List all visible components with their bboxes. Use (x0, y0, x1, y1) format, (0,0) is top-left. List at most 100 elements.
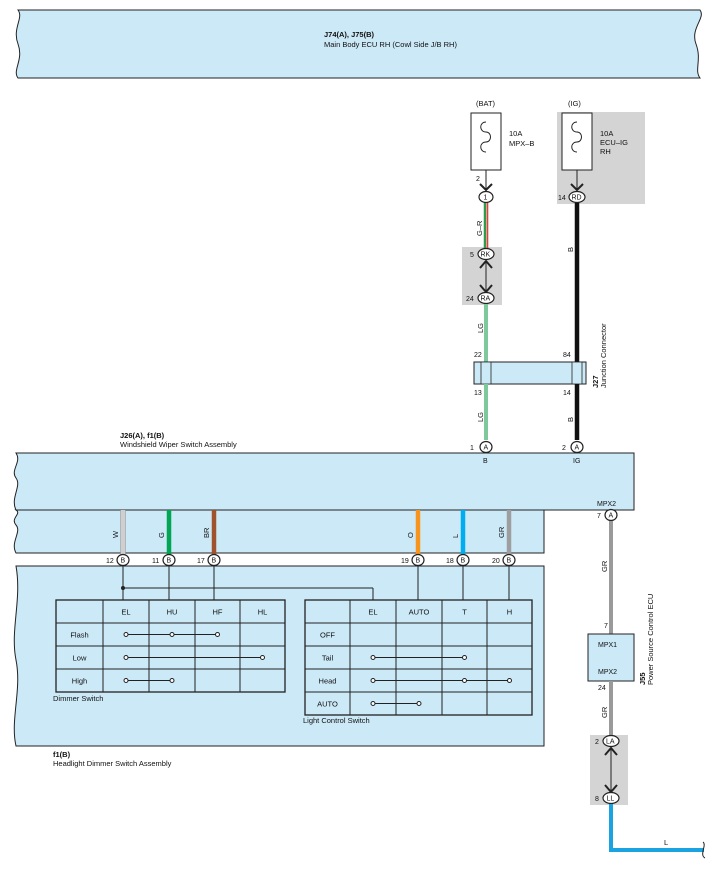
ig-fuse-icon (571, 121, 582, 153)
mpx2-connector (604, 508, 618, 522)
power-ecu-name: Power Source Control ECU (646, 594, 655, 685)
svg-text:22: 22 (474, 352, 482, 359)
svg-text:RH: RH (600, 147, 611, 156)
ig-arrow-icon (570, 183, 584, 192)
svg-text:MPX1: MPX1 (598, 642, 617, 649)
svg-text:2: 2 (562, 445, 566, 452)
svg-text:GR: GR (600, 560, 609, 572)
svg-text:7: 7 (604, 623, 608, 630)
switch-wires-group: W12BELG11BHUBR17BHFO19BAL18BTGR20BH (106, 510, 518, 579)
switch-pin-num: 11 (152, 558, 159, 565)
svg-text:84: 84 (563, 352, 571, 359)
svg-text:MPX2: MPX2 (598, 669, 617, 676)
svg-text:13: 13 (474, 390, 482, 397)
table-row-label: AUTO (317, 700, 338, 709)
switch-pin-code: B (461, 558, 466, 565)
ll-connector (602, 791, 620, 805)
svg-text:14: 14 (563, 390, 571, 397)
wiper-switch-code: J26(A), f1(B) (120, 431, 165, 440)
svg-text:14: 14 (558, 195, 566, 202)
table-row-label: Tail (322, 654, 334, 663)
bat-connector (478, 190, 494, 204)
switch-wire-label: W (111, 530, 120, 538)
power-ecu-code: J55 (638, 672, 647, 685)
svg-text:GR: GR (600, 706, 609, 718)
wire-break-icon (702, 841, 706, 859)
switch-pin-num: 19 (401, 558, 409, 565)
switch-pin-code: B (507, 558, 512, 565)
l-wire-output (609, 804, 704, 852)
switch-pin-num: 12 (106, 558, 114, 565)
bat-source-label: (BAT) (476, 99, 496, 108)
bat-fuse-rating: 10A (509, 129, 522, 138)
switch-pin-code: B (167, 558, 172, 565)
svg-text:A: A (484, 445, 489, 452)
bat-arrow-icon (479, 183, 493, 192)
svg-text:24: 24 (598, 685, 606, 692)
svg-text:7: 7 (597, 513, 601, 520)
switch-pin-code: B (416, 558, 421, 565)
svg-text:LG: LG (476, 323, 485, 333)
bat-fuse-icon (480, 121, 491, 153)
switch-wire-label: BR (202, 527, 211, 538)
svg-text:8: 8 (595, 796, 599, 803)
light-control-caption: Light Control Switch (303, 716, 370, 725)
svg-text:L: L (664, 838, 668, 847)
table-header: H (507, 608, 512, 617)
svg-text:ECU–IG: ECU–IG (600, 138, 628, 147)
svg-text:1: 1 (470, 445, 474, 452)
wiper-switch-panel (13, 452, 635, 511)
svg-text:5: 5 (470, 252, 474, 259)
headlight-assembly-code: f1(B) (53, 750, 71, 759)
headlight-assembly-name: Headlight Dimmer Switch Assembly (53, 759, 172, 768)
switch-pin-num: 20 (492, 558, 500, 565)
table-header: AUTO (409, 608, 430, 617)
main-body-ecu-panel (15, 9, 702, 79)
main-body-ecu-name: Main Body ECU RH (Cowl Side J/B RH) (324, 40, 457, 49)
svg-text:10A: 10A (600, 129, 613, 138)
svg-text:MPX2: MPX2 (597, 501, 616, 508)
table-header: HL (258, 608, 268, 617)
table-row-label: Flash (70, 631, 88, 640)
table-header: EL (368, 608, 377, 617)
svg-text:A: A (609, 513, 614, 520)
svg-text:B: B (566, 247, 575, 252)
svg-text:RD: RD (572, 195, 582, 202)
main-body-ecu-code: J74(A), J75(B) (324, 30, 375, 39)
wiper-switch-name: Windshield Wiper Switch Assembly (120, 440, 237, 449)
rd-connector (568, 190, 586, 204)
ig-source-label: (IG) (568, 99, 581, 108)
junction-connector (473, 361, 587, 385)
g-r-label: G–R (475, 220, 484, 236)
svg-text:A: A (575, 445, 580, 452)
svg-text:B: B (566, 417, 575, 422)
svg-text:LA: LA (606, 739, 615, 746)
dimmer-switch-caption: Dimmer Switch (53, 694, 103, 703)
junction-code: J27 (591, 375, 600, 388)
svg-text:24: 24 (466, 296, 474, 303)
switch-wire-panel (13, 509, 545, 554)
ra-connector (477, 291, 495, 305)
junction-name: Junction Connector (599, 323, 608, 388)
svg-text:RK: RK (481, 252, 491, 259)
svg-text:RA: RA (481, 296, 491, 303)
table-header: T (462, 608, 467, 617)
table-row-label: Head (319, 677, 337, 686)
table-header: HU (167, 608, 178, 617)
table-header: HF (213, 608, 223, 617)
svg-text:B: B (483, 458, 488, 465)
svg-text:2: 2 (595, 739, 599, 746)
table-header: EL (121, 608, 130, 617)
bat-pin-top: 2 (476, 176, 480, 183)
switch-wire-label: G (157, 532, 166, 538)
bat-fuse-name: MPX–B (509, 139, 534, 148)
table-row-label: Low (73, 654, 87, 663)
switch-pin-code: B (121, 558, 126, 565)
table-row-label: High (72, 677, 87, 686)
svg-text:LL: LL (607, 796, 615, 803)
svg-text:IG: IG (573, 458, 580, 465)
terminal-wiring (121, 566, 510, 600)
